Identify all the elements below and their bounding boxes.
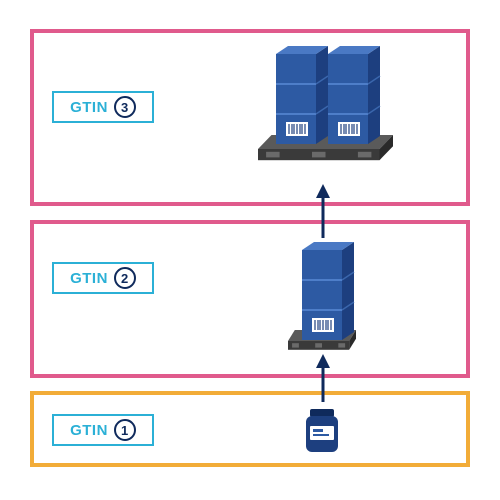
gtin-number-badge: 2 (113, 267, 136, 289)
single-pallet-icon (288, 241, 356, 350)
up-arrow-icon (316, 184, 330, 238)
level-3-box (30, 29, 470, 206)
gtin-text: GTIN (70, 421, 108, 439)
gtin-number-badge: 3 (113, 96, 136, 118)
level-2-box (30, 220, 470, 378)
gtin-1-label: GTIN 1 (52, 414, 154, 446)
up-arrow-icon (316, 354, 330, 402)
gtin-text: GTIN (70, 269, 108, 287)
level-1-box (30, 391, 470, 467)
gtin-text: GTIN (70, 98, 108, 116)
double-pallet-icon (258, 45, 393, 161)
gtin-2-label: GTIN 2 (52, 262, 154, 294)
jar-icon (306, 409, 338, 452)
gtin-3-label: GTIN 3 (52, 91, 154, 123)
gtin-number-badge: 1 (113, 419, 136, 441)
